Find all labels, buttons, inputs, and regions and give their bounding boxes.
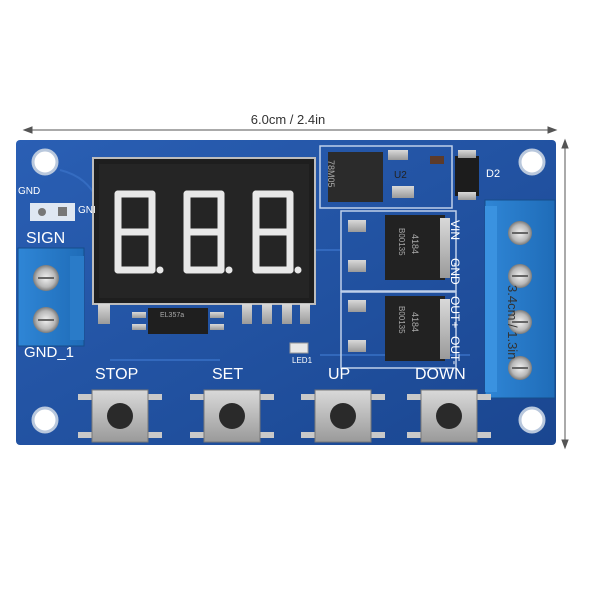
optocoupler-chip [148,308,208,334]
voltage-regulator-chip [319,145,453,209]
vin-label: VIN [448,220,462,241]
width-dimension-line [22,126,558,134]
out-plus-label: OUT+ [448,296,462,329]
mosfet-chip-a [340,210,457,292]
gnd-top-label: GND [18,186,41,197]
mounting-holes [31,148,546,434]
tactile-button-set[interactable] [190,389,274,443]
decimal-point [156,266,164,274]
display-digits [114,190,302,274]
set-button-label: SET [212,366,244,383]
sign-label: SIGN [26,230,66,247]
regulator-marking: 78M05 [326,160,336,188]
decimal-point [294,266,302,274]
mosfet-b-code: B00135 [397,306,406,334]
led1-label: LED1 [292,356,313,365]
up-button-label: UP [328,366,351,383]
display-digit [114,190,164,274]
mosfet-a-marking: 4184 [410,234,420,255]
diode-d2 [455,156,479,196]
stop-button-label: STOP [95,366,139,383]
jumper-pad [30,203,75,221]
mosfet-b-marking: 4184 [410,312,420,333]
gnd-bottom-label: GND_1 [24,344,75,361]
display-digit [183,190,233,274]
width-label: 6.0cm / 2.4in [250,112,326,127]
led-indicator [289,342,309,354]
gnd-right-label: GNI [78,205,96,216]
mosfet-chip-b [340,291,457,369]
height-dimension-line [561,138,569,450]
tactile-button-down[interactable] [407,389,491,443]
down-button-label: DOWN [415,366,466,383]
display-digit [252,190,302,274]
out-minus-label: OUT- [448,336,462,365]
tactile-button-up[interactable] [301,389,385,443]
input-terminal-block [17,247,85,347]
u2-label: U2 [394,170,407,181]
gnd-terminal-label: GND [448,258,462,285]
height-label: 3.4cm / 1.3in [505,285,520,360]
d2-label: D2 [486,168,501,180]
decimal-point [225,266,233,274]
output-terminal-block [484,199,556,399]
tactile-button-stop[interactable] [78,389,162,443]
optocoupler-marking: EL357a [160,312,185,319]
mosfet-a-code: B00135 [397,228,406,256]
